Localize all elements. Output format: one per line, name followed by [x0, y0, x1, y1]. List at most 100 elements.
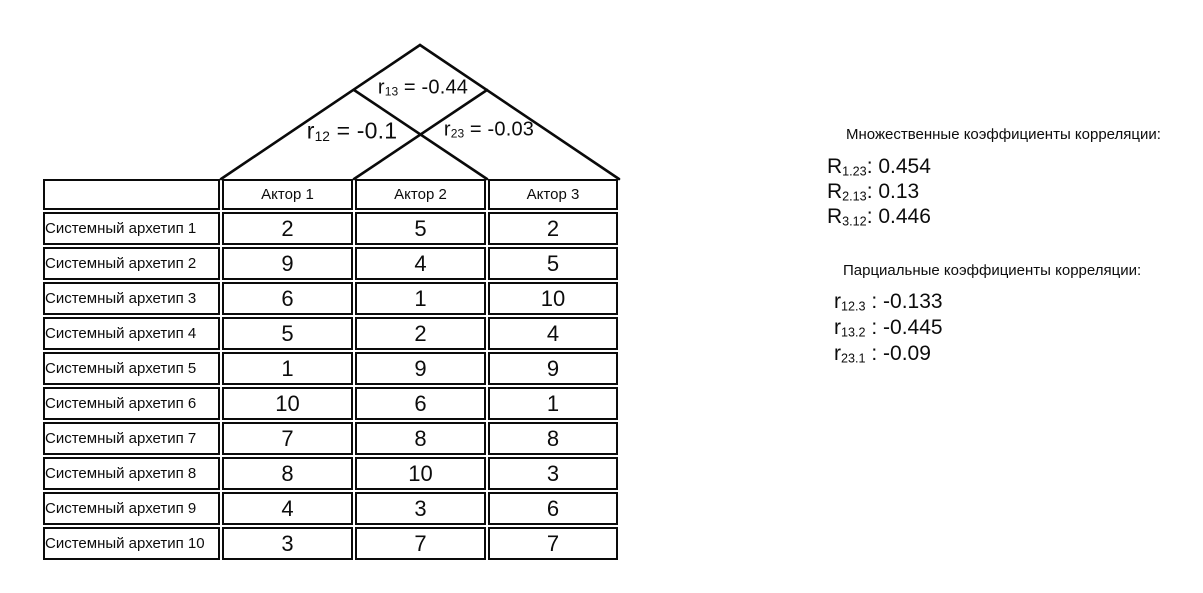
value-cell: 9 [488, 352, 618, 385]
value-cell: 2 [488, 212, 618, 245]
value-cell: 4 [355, 247, 486, 280]
coefficient-value: : -0.133 [865, 290, 943, 313]
coefficient-line: r12.3 : -0.133 [834, 289, 1199, 315]
value-cell: 7 [222, 422, 353, 455]
value-cell: 4 [488, 317, 618, 350]
coefficient-subscript: 13 [384, 84, 399, 99]
coefficient-line: R1.23: 0.454 [827, 154, 1199, 179]
coefficient-value: : 0.13 [866, 180, 920, 203]
value-cell: 10 [355, 457, 486, 490]
coefficient-subscript: 12 [314, 128, 330, 144]
partial-coefficients-heading: Парциальные коэффициенты корреляции: [843, 262, 1142, 279]
value-cell: 6 [488, 492, 618, 525]
coefficient-subscript: 2.13 [842, 189, 867, 204]
value-cell: 8 [355, 422, 486, 455]
coefficient-value: = -0.1 [329, 117, 398, 144]
row-label: Системный архетип 1 [43, 212, 220, 245]
coefficient-symbol: r [443, 118, 451, 141]
coefficient-line: R3.12: 0.446 [827, 204, 1199, 229]
row-label: Системный архетип 4 [43, 317, 220, 350]
roof-label-r23: r23 = -0.03 [444, 119, 534, 142]
value-cell: 6 [355, 387, 486, 420]
multiple-coefficients-section: Множественные коэффициенты корреляции: R… [827, 126, 1199, 229]
column-header: Актор 1 [222, 179, 353, 210]
value-cell: 4 [222, 492, 353, 525]
value-cell: 5 [355, 212, 486, 245]
partial-coefficients-section: Парциальные коэффициенты корреляции: r12… [827, 262, 1199, 367]
roof-label-r13: r13 = -0.44 [378, 77, 468, 100]
coefficient-value: = -0.03 [464, 118, 535, 141]
coefficient-subscript: 23 [450, 126, 465, 141]
row-label: Системный архетип 5 [43, 352, 220, 385]
row-label: Системный архетип 8 [43, 457, 220, 490]
value-cell: 5 [488, 247, 618, 280]
coefficient-value: = -0.44 [398, 76, 469, 99]
value-cell: 1 [355, 282, 486, 315]
value-cell: 7 [488, 527, 618, 560]
value-cell: 2 [222, 212, 353, 245]
coefficient-value: : 0.446 [866, 205, 931, 228]
coefficient-line: r23.1 : -0.09 [834, 341, 1199, 367]
coefficient-line: R2.13: 0.13 [827, 179, 1199, 204]
column-header: Актор 2 [355, 179, 486, 210]
value-cell: 8 [488, 422, 618, 455]
coefficient-value: : 0.454 [866, 155, 931, 178]
value-cell: 3 [355, 492, 486, 525]
value-cell: 9 [222, 247, 353, 280]
value-cell: 1 [488, 387, 618, 420]
coefficient-subscript: 13.2 [841, 325, 866, 340]
roof-edge-left [219, 43, 422, 181]
coefficient-subscript: 12.3 [841, 299, 866, 314]
coefficient-value: : -0.09 [865, 342, 931, 365]
value-cell: 8 [222, 457, 353, 490]
row-label: Системный архетип 9 [43, 492, 220, 525]
roof-edge-right [418, 43, 621, 181]
value-cell: 3 [488, 457, 618, 490]
row-label: Системный архетип 6 [43, 387, 220, 420]
value-cell: 1 [222, 352, 353, 385]
row-label: Системный архетип 2 [43, 247, 220, 280]
column-header: Актор 3 [488, 179, 618, 210]
value-cell: 3 [222, 527, 353, 560]
value-cell: 10 [488, 282, 618, 315]
coefficient-symbol: r [834, 342, 841, 365]
coefficients-panel: Множественные коэффициенты корреляции: R… [827, 126, 1199, 367]
coefficient-value: : -0.445 [865, 316, 943, 339]
coefficient-symbol: R [827, 180, 843, 203]
coefficient-symbol: r [834, 290, 841, 313]
coefficient-symbol: r [834, 316, 841, 339]
value-cell: 10 [222, 387, 353, 420]
value-cell: 2 [355, 317, 486, 350]
row-label: Системный архетип 7 [43, 422, 220, 455]
row-label: Системный архетип 3 [43, 282, 220, 315]
coefficient-line: r13.2 : -0.445 [834, 315, 1199, 341]
coefficient-symbol: r [306, 117, 315, 144]
coefficient-subscript: 23.1 [841, 351, 866, 366]
value-cell: 7 [355, 527, 486, 560]
multiple-coefficients-heading: Множественные коэффициенты корреляции: [846, 126, 1161, 143]
coefficient-subscript: 1.23 [842, 164, 867, 179]
coefficient-symbol: R [827, 155, 843, 178]
coefficient-symbol: R [827, 205, 843, 228]
value-cell: 5 [222, 317, 353, 350]
corner-cell [43, 179, 220, 210]
value-cell: 6 [222, 282, 353, 315]
value-cell: 9 [355, 352, 486, 385]
roof-label-r12: r12 = -0.1 [307, 118, 397, 145]
